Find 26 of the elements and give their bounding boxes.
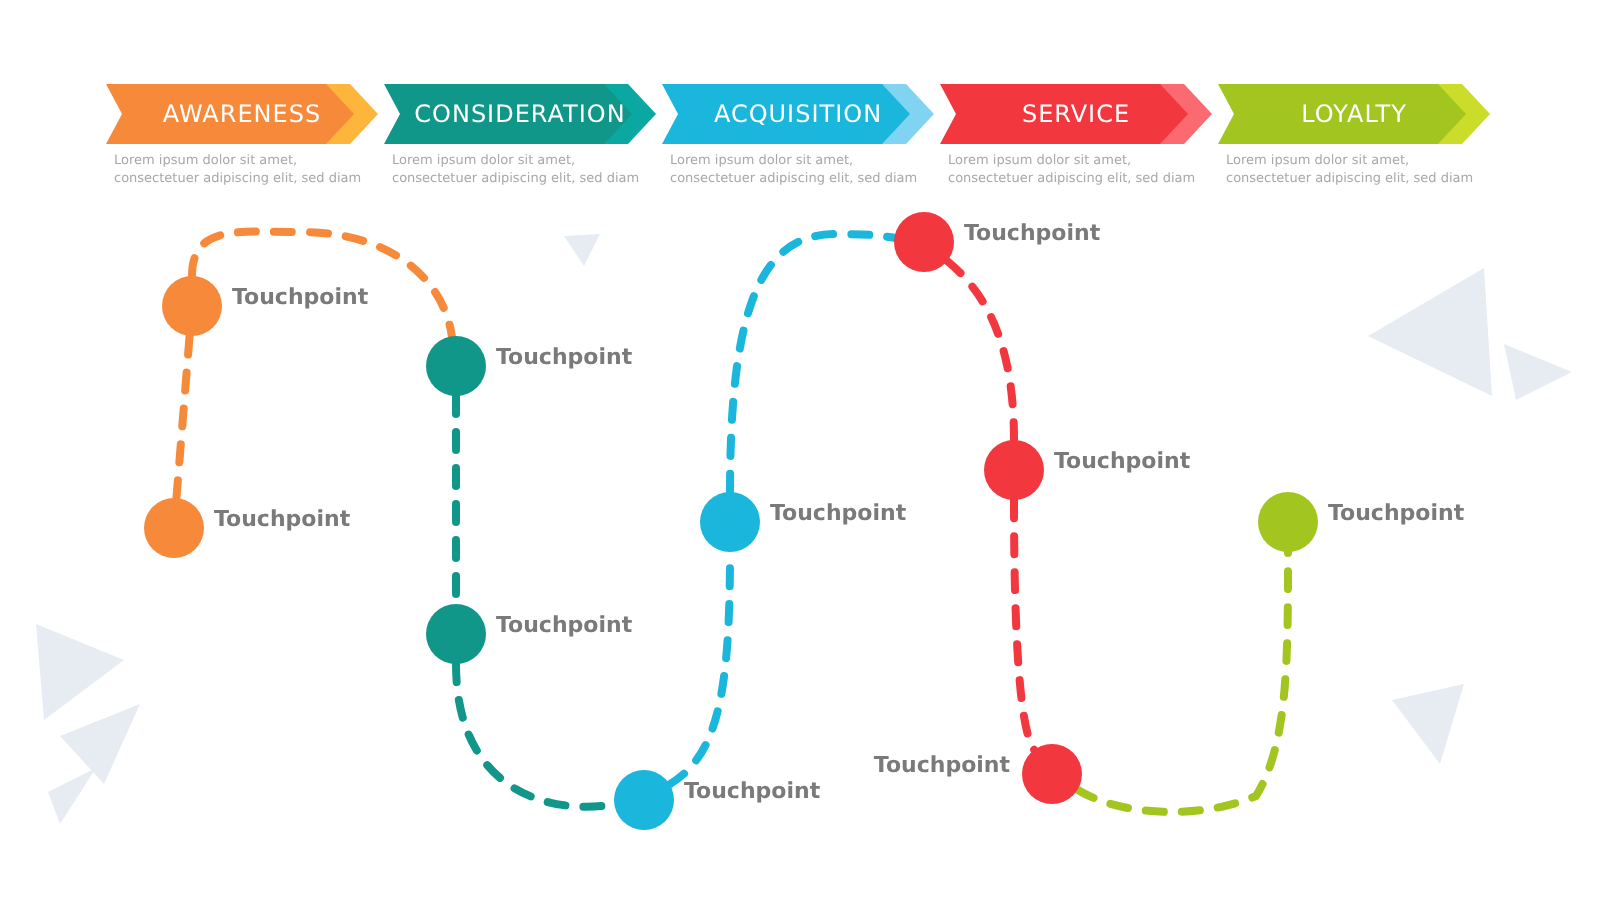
touchpoint-label: Touchpoint — [873, 752, 1010, 780]
touchpoint-circle — [614, 770, 674, 830]
touchpoint-circle — [894, 212, 954, 272]
touchpoint-circle — [144, 498, 204, 558]
touchpoint-label: Touchpoint — [770, 500, 907, 528]
touchpoint-label: Touchpoint — [496, 612, 633, 640]
dashed-connector — [1010, 496, 1039, 754]
dashed-connector — [1073, 548, 1292, 816]
dashed-connector — [726, 230, 899, 496]
touchpoint-label: Touchpoint — [964, 220, 1101, 248]
dashed-connector — [188, 227, 456, 341]
touchpoint-circle — [984, 440, 1044, 500]
touchpoint-circle — [1022, 744, 1082, 804]
touchpoint-circle — [1258, 492, 1318, 552]
touchpoint-circle — [426, 336, 486, 396]
touchpoint-circle — [426, 604, 486, 664]
touchpoint-label: Touchpoint — [1054, 448, 1191, 476]
touchpoint-circle — [162, 276, 222, 336]
touchpoint-label: Touchpoint — [496, 344, 633, 372]
touchpoint-label: Touchpoint — [1328, 500, 1465, 528]
dashed-connector — [172, 331, 194, 503]
touchpoint-label: Touchpoint — [214, 506, 351, 534]
dashed-connector — [943, 257, 1018, 444]
touchpoint-label: Touchpoint — [232, 284, 369, 312]
touchpoint-label: Touchpoint — [684, 778, 821, 806]
touchpoint-circle — [700, 492, 760, 552]
